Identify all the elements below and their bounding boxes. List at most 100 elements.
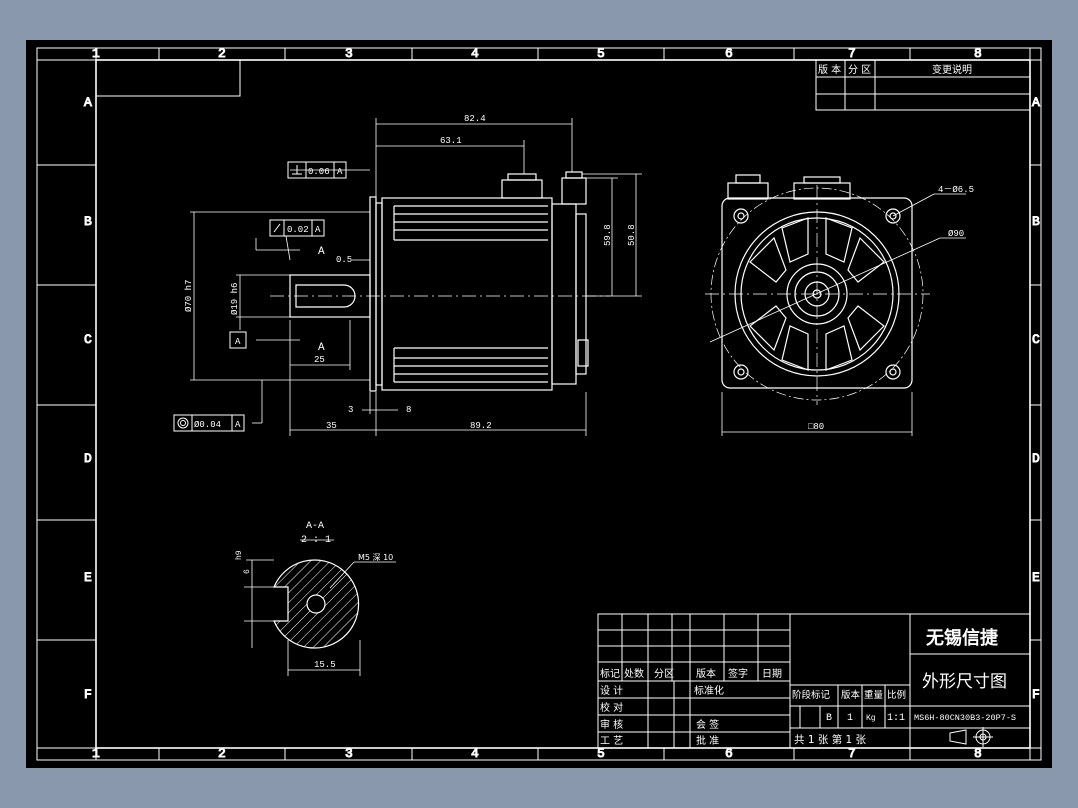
drawing-title: 外形尺寸图 <box>922 672 1007 692</box>
section-view <box>244 539 396 676</box>
dim-8: 8 <box>406 405 411 415</box>
dim-0-5: 0.5 <box>336 255 352 265</box>
zone-col-top: 3 <box>345 46 353 61</box>
label-stage-mark: 阶段标记 <box>792 689 831 701</box>
label-version2: 版本 <box>841 689 861 701</box>
zone-col-top: 5 <box>597 46 605 61</box>
zone-row-left: E <box>84 570 92 585</box>
title-box-topleft <box>95 59 241 97</box>
datum-a-box: A <box>235 337 241 347</box>
zone-col-bottom: 6 <box>725 746 733 761</box>
pcd-label: Ø90 <box>948 229 964 239</box>
section-mark-bottom: A <box>318 342 325 354</box>
label-audit: 审 核 <box>600 718 623 731</box>
label-process: 工 艺 <box>600 735 623 747</box>
zone-row-left: C <box>84 332 92 347</box>
value-stage: B <box>826 713 832 724</box>
zone-col-bottom: 1 <box>92 746 100 761</box>
front-view-dimensions <box>709 193 966 436</box>
tolerance-frames <box>173 161 347 432</box>
dim-50-8: 50.8 <box>627 224 637 246</box>
label-check: 校 对 <box>600 701 623 714</box>
perp-datum: A <box>337 167 343 177</box>
front-view <box>705 174 930 405</box>
zone-row-right: D <box>1032 451 1040 466</box>
label-approve: 批 准 <box>696 734 719 747</box>
sheet-border <box>36 47 1042 761</box>
section-dim-15-5: 15.5 <box>314 660 336 670</box>
label-standard: 标准化 <box>694 684 724 697</box>
zone-row-left: B <box>84 214 92 229</box>
zone-row-left: F <box>84 687 92 702</box>
title-block <box>597 613 1031 749</box>
zone-row-left: A <box>84 95 92 110</box>
zone-col-top: 1 <box>92 46 100 61</box>
zone-row-right: C <box>1032 332 1040 347</box>
revision-table <box>815 59 1031 111</box>
side-view-dimensions <box>190 118 642 436</box>
value-version: 1 <box>847 713 853 724</box>
zone-col-top: 8 <box>974 46 982 61</box>
label-zone: 分区 <box>654 668 674 680</box>
rev-header-desc: 变更说明 <box>932 63 972 76</box>
dim-body-length: 89.2 <box>470 421 492 431</box>
drawing-sheet <box>26 40 1052 768</box>
value-weight: Kg <box>866 714 876 723</box>
zone-col-top: 6 <box>725 46 733 61</box>
dim-shaft: Ø19 h6 <box>230 283 240 315</box>
value-scale: 1:1 <box>887 713 905 724</box>
part-number: MS6H-80CN30B3-20P7-S <box>914 713 1016 723</box>
section-scale: 2 : 1 <box>301 535 331 546</box>
runout-datum: A <box>315 225 321 235</box>
label-sign: 签字 <box>728 667 748 680</box>
section-dim-h9: h9 <box>235 550 244 560</box>
dim-spigot: Ø70 h7 <box>184 280 194 312</box>
concentricity-tolerance: Ø0.04 <box>194 420 221 430</box>
zone-row-right: F <box>1032 687 1040 702</box>
zone-col-bottom: 5 <box>597 746 605 761</box>
dim-flange-to-connector: 63.1 <box>440 136 462 146</box>
label-date: 日期 <box>762 668 782 680</box>
rev-header-zone: 分 区 <box>848 64 871 76</box>
perp-tolerance: 0.06 <box>308 167 330 177</box>
label-design: 设 计 <box>600 684 623 697</box>
side-view <box>270 171 610 392</box>
zone-row-left: D <box>84 451 92 466</box>
zone-row-right: B <box>1032 214 1040 229</box>
runout-tolerance: 0.02 <box>287 225 309 235</box>
label-version: 版本 <box>696 667 716 680</box>
zone-col-bottom: 4 <box>471 746 479 761</box>
thread-label: M5 深 10 <box>358 553 393 562</box>
dim-overall: 82.4 <box>464 114 486 124</box>
zone-col-bottom: 8 <box>974 746 982 761</box>
projection-symbol-icon <box>949 727 993 747</box>
zone-row-right: E <box>1032 570 1040 585</box>
dim-59-8: 59.8 <box>603 224 613 246</box>
dim-3: 3 <box>348 405 353 415</box>
holes-label: 4－Ø6.5 <box>938 185 974 195</box>
zone-col-bottom: 3 <box>345 746 353 761</box>
section-title: A-A <box>306 521 324 532</box>
label-weight: 重量 <box>864 689 884 701</box>
label-cosign: 会 签 <box>696 718 719 731</box>
sheets-text: 共 1 张 第 1 张 <box>794 733 867 746</box>
zone-col-bottom: 7 <box>848 746 856 761</box>
label-scale: 比例 <box>887 689 906 701</box>
zone-col-top: 7 <box>848 46 856 61</box>
company-name: 无锡信捷 <box>926 627 999 649</box>
zone-col-bottom: 2 <box>218 746 226 761</box>
label-count: 处数 <box>624 667 644 680</box>
zone-row-right: A <box>1032 95 1040 110</box>
dim-shaft-length: 35 <box>326 421 337 431</box>
zone-col-top: 4 <box>471 46 479 61</box>
section-dim-6: 6 <box>243 569 252 574</box>
rev-header-version: 版 本 <box>818 63 841 76</box>
dim-keylength: 25 <box>314 355 325 365</box>
zone-col-top: 2 <box>218 46 226 61</box>
concentricity-datum: A <box>235 420 241 430</box>
section-mark-top: A <box>318 246 325 258</box>
square-label: □80 <box>808 422 824 432</box>
label-mark: 标记 <box>600 668 620 680</box>
